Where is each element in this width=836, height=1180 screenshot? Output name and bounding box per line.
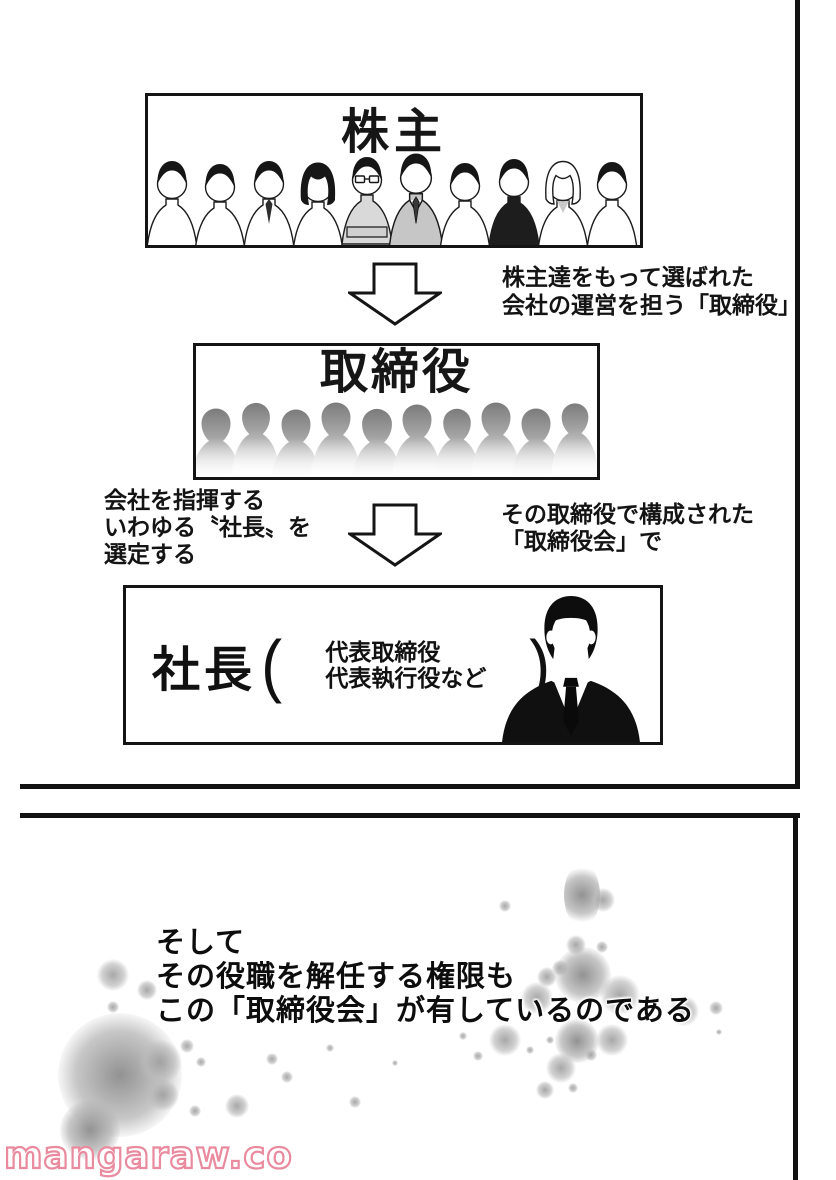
president-box: 社長 ( 代表取締役 代表執行役など ) (123, 585, 663, 745)
splatter-blob (97, 959, 129, 991)
splatter-blob (709, 1001, 723, 1015)
splatter-blob (137, 980, 157, 1000)
narration-line1: そして (156, 927, 246, 959)
shareholders-title: 株主 (340, 106, 447, 159)
splatter-blob (281, 1071, 293, 1083)
splatter-blob (349, 1096, 361, 1108)
board-note-line2: 「取締役会」で (501, 528, 662, 554)
splatter-blob (225, 1094, 249, 1118)
president-box-content: 社長 ( 代表取締役 代表執行役など ) (126, 588, 660, 742)
splatter-blob (180, 1039, 194, 1053)
splatter-blob (591, 888, 615, 912)
splatter-blob (392, 1060, 398, 1066)
splatter-blob (546, 1053, 576, 1083)
splatter-blob (266, 1053, 278, 1065)
splatter-blob (536, 1081, 554, 1099)
arrow1-note: 株主達をもって選ばれた 会社の運営を担う「取締役」 (502, 263, 801, 319)
president-illustration (502, 595, 640, 742)
bottom-panel-right-border (793, 813, 798, 1180)
splatter-blob (669, 996, 699, 1026)
selection-note: 会社を指揮する いわゆる〝社長〟を 選定する (104, 487, 311, 568)
narration-line3: この「取締役会」が有しているのである (156, 995, 695, 1027)
splatter-blob (459, 1032, 467, 1040)
board-note: その取締役で構成された 「取締役会」で (501, 501, 754, 555)
president-title: 社長 (152, 644, 257, 697)
president-roles-line1: 代表取締役 (325, 639, 441, 665)
down-arrow-icon (348, 503, 442, 567)
arrow1-note-line2: 会社の運営を担う「取締役」 (502, 292, 801, 318)
bottom-panel-top-border (20, 813, 800, 818)
splatter-blob (537, 967, 557, 987)
splatter-blob (107, 1001, 119, 1013)
directors-title: 取締役 (319, 346, 473, 399)
top-panel-right-border (795, 0, 800, 788)
splatter-blob (499, 900, 511, 912)
president-roles: 代表取締役 代表執行役など (325, 639, 486, 691)
splatter-blob (196, 1057, 206, 1067)
arrow1-note-line1: 株主達をもって選ばれた (502, 264, 754, 290)
splatter-blob (585, 1049, 597, 1061)
splatter-blob (596, 1024, 628, 1056)
close-paren: ) (529, 625, 551, 704)
splatter-blob (489, 1024, 521, 1056)
splatter-blob (596, 941, 608, 953)
selection-note-line2: いわゆる〝社長〟を (104, 514, 311, 540)
shareholders-crowd-illustration (148, 153, 638, 245)
narration-text: そして その役職を解任する権限も この「取締役会」が有しているのである (156, 926, 695, 1028)
board-note-line1: その取締役で構成された (501, 501, 754, 527)
splatter-blob (326, 1044, 334, 1052)
selection-note-line3: 選定する (104, 541, 196, 567)
directors-silhouettes-illustration (196, 402, 597, 477)
down-arrow-icon (348, 262, 442, 326)
directors-box: 取締役 (193, 343, 600, 480)
splatter-blob (189, 1105, 201, 1117)
splatter-blob (526, 1046, 534, 1054)
splatter-blob (716, 1029, 722, 1035)
splatter-blob (147, 1079, 179, 1111)
top-panel-bottom-border (20, 784, 800, 789)
site-watermark: mangaraw.co (3, 1133, 293, 1178)
selection-note-line1: 会社を指揮する (104, 487, 265, 513)
splatter-blob (546, 1036, 554, 1044)
splatter-blob (521, 982, 553, 1014)
narration-line2: その役職を解任する権限も (156, 961, 517, 993)
president-roles-line2: 代表執行役など (325, 665, 487, 691)
open-paren: ( (261, 625, 283, 704)
splatter-blob (138, 1040, 182, 1084)
splatter-blob (60, 1100, 120, 1160)
splatter-blob (600, 975, 640, 1015)
splatter-blob (473, 1051, 483, 1061)
splatter-blob (568, 1083, 578, 1093)
shareholders-box: 株主 (145, 93, 643, 248)
